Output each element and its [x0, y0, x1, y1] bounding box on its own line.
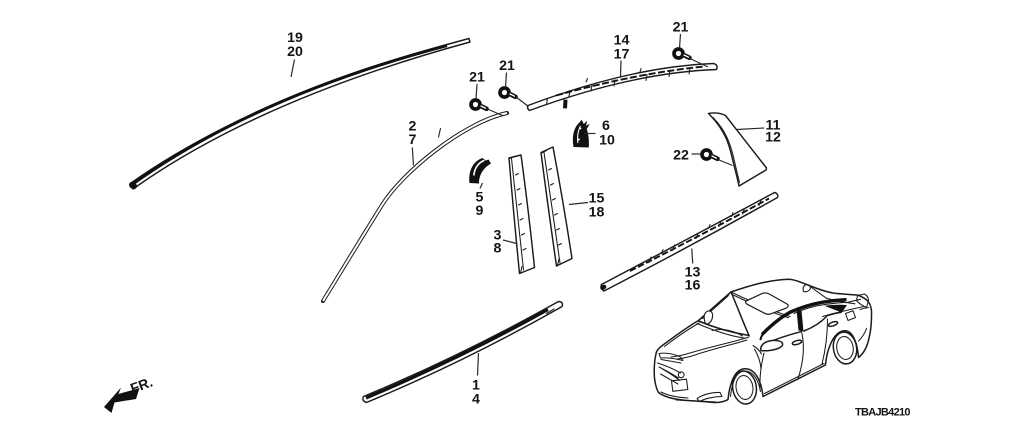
svg-text:16: 16 [685, 278, 701, 294]
svg-text:20: 20 [287, 44, 303, 60]
svg-text:14: 14 [614, 33, 630, 49]
svg-text:18: 18 [589, 205, 605, 221]
svg-text:7: 7 [409, 132, 417, 148]
svg-text:15: 15 [589, 191, 605, 207]
svg-text:2: 2 [409, 119, 417, 135]
svg-text:9: 9 [476, 203, 484, 219]
svg-text:22: 22 [673, 148, 689, 164]
svg-text:13: 13 [685, 265, 701, 281]
svg-text:17: 17 [614, 47, 630, 63]
svg-text:1: 1 [472, 378, 480, 394]
svg-text:5: 5 [476, 190, 484, 206]
svg-text:10: 10 [599, 133, 615, 149]
svg-text:19: 19 [287, 30, 303, 46]
svg-text:21: 21 [499, 58, 515, 74]
svg-text:4: 4 [472, 392, 480, 408]
svg-text:11: 11 [766, 118, 781, 134]
svg-text:21: 21 [469, 70, 485, 86]
svg-text:8: 8 [494, 241, 502, 257]
svg-text:12: 12 [765, 130, 781, 146]
svg-text:6: 6 [602, 118, 610, 134]
svg-text:FR.: FR. [128, 374, 155, 397]
svg-text:21: 21 [673, 20, 689, 36]
svg-text:TBAJB4210: TBAJB4210 [855, 407, 910, 419]
svg-text:3: 3 [494, 228, 502, 244]
